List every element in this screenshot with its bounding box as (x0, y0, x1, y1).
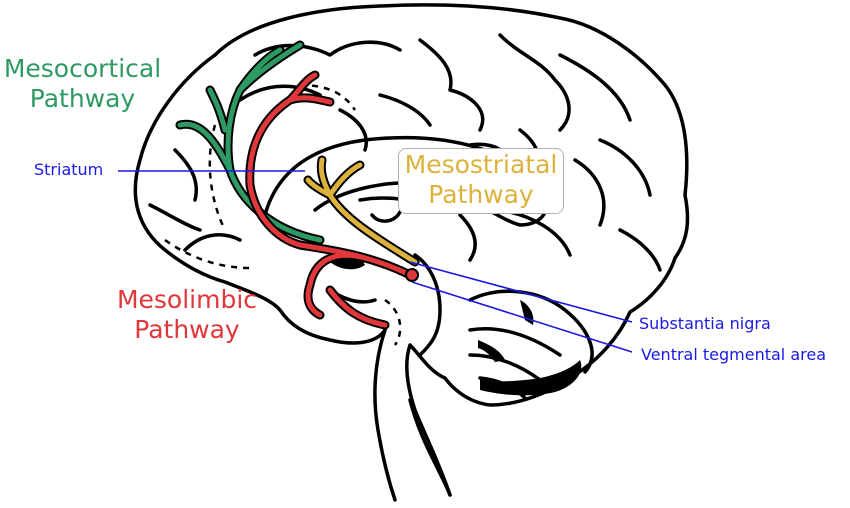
mesolimbic-label-line2: Pathway (134, 315, 240, 344)
mesocortical-label-line1: Mesocortical (3, 54, 162, 83)
mesostriatal-label: Mesostriatal Pathway (398, 148, 564, 214)
mesocortical-label: Mesocortical Pathway (0, 54, 165, 114)
mesocortical-label-line2: Pathway (29, 84, 136, 113)
ventral-tegmental-area-label: Ventral tegmental area (641, 345, 827, 364)
mesostriatal-label-line2: Pathway (428, 180, 534, 209)
mesostriatal-label-line1: Mesostriatal (404, 150, 558, 179)
vta-node (405, 268, 419, 282)
mesolimbic-label: Mesolimbic Pathway (104, 285, 270, 345)
mesolimbic-label-line1: Mesolimbic (116, 285, 258, 314)
dashed-outline (164, 83, 402, 346)
substantia-nigra-leader-line (409, 261, 633, 323)
mesolimbic-pathway (247, 72, 413, 328)
annotation-lines (118, 170, 633, 353)
mesocortical-pathway (177, 42, 323, 243)
brain-outline (133, 3, 690, 502)
mesostriatal-pathway (305, 157, 418, 265)
substantia-nigra-label: Substantia nigra (639, 314, 771, 333)
vta-leader-line (411, 281, 633, 353)
striatum-label: Striatum (34, 160, 104, 179)
